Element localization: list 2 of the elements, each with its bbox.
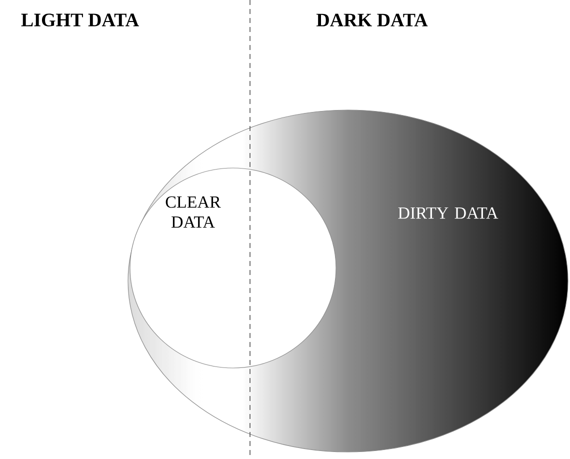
heading: DARK DATA xyxy=(316,14,428,26)
heading: LIGHT DATA xyxy=(21,14,139,26)
